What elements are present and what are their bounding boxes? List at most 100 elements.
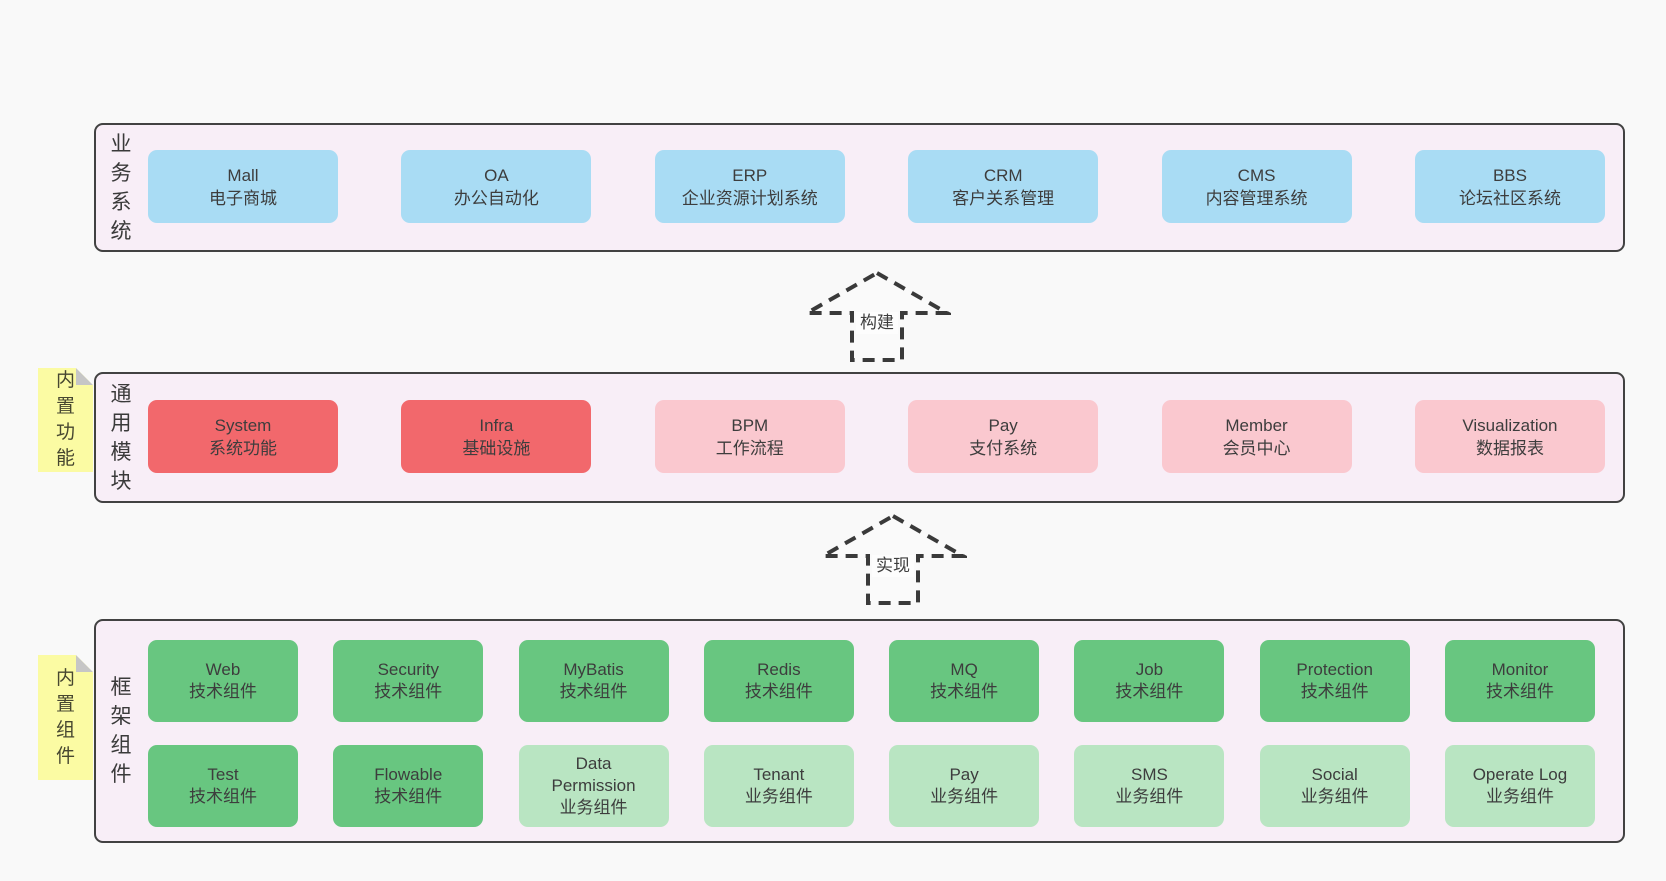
- box-subtitle: 技术组件: [189, 787, 257, 806]
- box-title: Mall: [227, 165, 259, 185]
- box-title: CRM: [983, 165, 1023, 185]
- box-subtitle: 工作流程: [715, 438, 784, 458]
- box-subtitle: 技术组件: [189, 682, 257, 701]
- box-monitor: Monitor 技术组件: [1444, 640, 1595, 722]
- build-arrow-label: 构建: [856, 312, 898, 334]
- box-subtitle: 技术组件: [559, 682, 628, 701]
- box-title: CMS: [1237, 165, 1276, 185]
- box-security: Security 技术组件: [333, 640, 484, 722]
- box-subtitle: 技术组件: [744, 682, 813, 701]
- box-subtitle: 业务组件: [930, 787, 999, 806]
- box-subtitle: 支付系统: [969, 438, 1038, 458]
- components-row-1: Web 技术组件 Security 技术组件 MyBatis 技术组件 Redi…: [148, 640, 1595, 722]
- implement-arrow-label: 实现: [872, 555, 914, 577]
- band-modules-vertical-label: 通用模块: [110, 382, 132, 493]
- box-title: System: [214, 415, 272, 435]
- box-subtitle: 数据报表: [1475, 438, 1544, 458]
- box-subtitle: 技术组件: [1300, 682, 1369, 701]
- build-arrow: 构建: [803, 270, 951, 366]
- box-pay-module: Pay 支付系统: [908, 400, 1099, 473]
- box-title: Redis: [757, 660, 801, 679]
- box-subtitle: 系统功能: [209, 438, 277, 458]
- box-subtitle: 业务组件: [1485, 787, 1554, 806]
- box-bbs: BBS 论坛社区系统: [1414, 150, 1605, 223]
- box-member: Member 会员中心: [1161, 400, 1352, 473]
- box-subtitle: 内容管理系统: [1205, 188, 1308, 208]
- box-title: Monitor: [1491, 660, 1549, 679]
- box-title: Pay: [988, 415, 1018, 435]
- box-title: Member: [1225, 415, 1288, 435]
- box-subtitle: 技术组件: [930, 682, 999, 701]
- box-title: Data Permission: [551, 754, 636, 795]
- box-pay-component: Pay 业务组件: [889, 745, 1040, 827]
- box-subtitle: 客户关系管理: [952, 188, 1055, 208]
- box-sms: SMS 业务组件: [1074, 745, 1225, 827]
- box-subtitle: 企业资源计划系统: [681, 188, 818, 208]
- box-subtitle: 技术组件: [374, 682, 443, 701]
- box-title: Test: [207, 765, 239, 784]
- box-job: Job 技术组件: [1074, 640, 1225, 722]
- box-crm: CRM 客户关系管理: [908, 150, 1099, 223]
- box-mybatis: MyBatis 技术组件: [518, 640, 669, 722]
- box-subtitle: 技术组件: [1485, 682, 1554, 701]
- band-business-systems: 业务系统 Mall 电子商城 OA 办公自动化 ERP 企业资源计划系统 CRM…: [94, 123, 1625, 252]
- sticky-note-builtin-features: 内置功能: [38, 368, 93, 472]
- band-common-modules: 通用模块 System 系统功能 Infra 基础设施 BPM 工作流程 Pay…: [94, 372, 1625, 503]
- box-web: Web 技术组件: [148, 640, 298, 722]
- box-title: Operate Log: [1472, 765, 1568, 784]
- box-mall: Mall 电子商城: [148, 150, 338, 223]
- implement-arrow: 实现: [819, 513, 967, 609]
- band-components-vertical-label: 框架组件: [110, 676, 132, 786]
- box-title: Web: [205, 660, 241, 679]
- box-subtitle: 论坛社区系统: [1458, 188, 1561, 208]
- box-subtitle: 技术组件: [1115, 682, 1184, 701]
- box-title: Visualization: [1462, 415, 1558, 435]
- box-erp: ERP 企业资源计划系统: [654, 150, 845, 223]
- box-subtitle: 技术组件: [374, 787, 443, 806]
- box-subtitle: 办公自动化: [453, 188, 539, 208]
- box-subtitle: 会员中心: [1222, 438, 1291, 458]
- box-title: Social: [1311, 765, 1358, 784]
- box-subtitle: 业务组件: [559, 798, 628, 817]
- box-visualization: Visualization 数据报表: [1414, 400, 1605, 473]
- box-protection: Protection 技术组件: [1259, 640, 1410, 722]
- box-title: Flowable: [374, 765, 443, 784]
- box-title: Job: [1135, 660, 1164, 679]
- sticky-note-builtin-components: 内置组件: [38, 655, 93, 780]
- box-title: BBS: [1492, 165, 1527, 185]
- box-oa: OA 办公自动化: [401, 150, 592, 223]
- box-title: OA: [484, 165, 509, 185]
- box-subtitle: 电子商城: [209, 188, 277, 208]
- box-title: Pay: [949, 765, 979, 784]
- business-boxes-row: Mall 电子商城 OA 办公自动化 ERP 企业资源计划系统 CRM 客户关系…: [148, 150, 1605, 223]
- box-redis: Redis 技术组件: [703, 640, 854, 722]
- box-title: SMS: [1130, 765, 1168, 784]
- box-infra: Infra 基础设施: [401, 400, 592, 473]
- box-test: Test 技术组件: [148, 745, 298, 827]
- box-title: Protection: [1296, 660, 1373, 679]
- box-subtitle: 业务组件: [744, 787, 813, 806]
- box-mq: MQ 技术组件: [889, 640, 1040, 722]
- box-subtitle: 业务组件: [1300, 787, 1369, 806]
- box-title: Tenant: [753, 765, 805, 784]
- box-tenant: Tenant 业务组件: [703, 745, 854, 827]
- box-flowable: Flowable 技术组件: [333, 745, 484, 827]
- box-subtitle: 基础设施: [462, 438, 531, 458]
- box-operate-log: Operate Log 业务组件: [1444, 745, 1595, 827]
- box-bpm: BPM 工作流程: [654, 400, 845, 473]
- box-title: Security: [377, 660, 439, 679]
- box-title: Infra: [479, 415, 514, 435]
- box-social: Social 业务组件: [1259, 745, 1410, 827]
- box-title: MyBatis: [563, 660, 624, 679]
- box-title: BPM: [731, 415, 769, 435]
- box-title: ERP: [732, 165, 768, 185]
- band-business-vertical-label: 业务系统: [110, 132, 132, 243]
- box-title: MQ: [950, 660, 978, 679]
- components-row-2: Test 技术组件 Flowable 技术组件 Data Permission …: [148, 745, 1595, 827]
- box-data-permission: Data Permission 业务组件: [518, 745, 669, 827]
- box-cms: CMS 内容管理系统: [1161, 150, 1352, 223]
- box-system: System 系统功能: [148, 400, 338, 473]
- modules-boxes-row: System 系统功能 Infra 基础设施 BPM 工作流程 Pay 支付系统…: [148, 400, 1605, 473]
- box-subtitle: 业务组件: [1115, 787, 1184, 806]
- band-framework-components: 框架组件 Web 技术组件 Security 技术组件 MyBatis 技术组件…: [94, 619, 1625, 843]
